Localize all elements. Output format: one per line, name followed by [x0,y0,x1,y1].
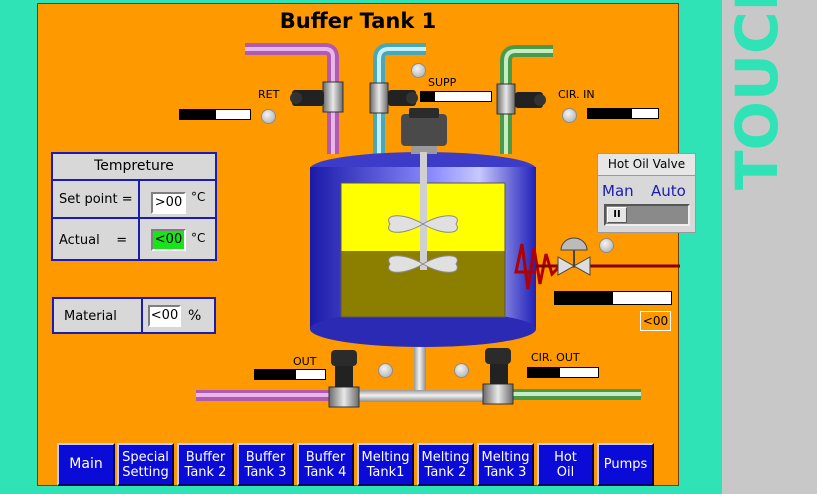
nav-button-buffer-tank-2[interactable]: Buffer Tank 2 [177,443,234,486]
temperature-col-divider [138,181,140,259]
actual-value: <00 [151,229,186,251]
tank-bottom [310,311,536,347]
supp-valve [369,82,418,114]
nav-label: Main [69,456,103,472]
agitator-motor [401,114,447,146]
cir-in-valve [496,83,546,115]
nav-button-buffer-tank-3[interactable]: Buffer Tank 3 [237,443,294,486]
nav-label: Buffer Tank 4 [304,449,347,480]
page-title: Buffer Tank 1 [279,9,437,33]
temperature-header: Tempreture [53,154,215,181]
ret-label: RET [258,88,280,101]
nav-button-buffer-tank-4[interactable]: Buffer Tank 4 [297,443,354,486]
nav-button-melting-tank-2[interactable]: Melting Tank 2 [417,443,474,486]
setpoint-input[interactable]: >00 [151,192,186,214]
cir-out-label: CIR. OUT [531,351,580,364]
cir-out-position-bar [527,367,599,378]
hot-oil-position-bar [554,291,672,305]
hot-oil-status-lamp [599,238,614,253]
hot-oil-control-valve [557,237,591,276]
out-valve [328,350,360,408]
nav-button-special-setting[interactable]: Special Setting [117,443,174,486]
cir-out-status-lamp [454,363,469,378]
nav-label: Melting Tank1 [361,449,410,480]
setpoint-label: Set point = [59,192,133,207]
nav-label: Special Setting [122,449,169,480]
supp-position-bar [420,91,492,102]
ret-position-bar [179,109,251,120]
process-diagram [196,43,680,408]
nav-label: Pumps [603,457,648,472]
temperature-panel: Tempreture Set point = Actual = >00 <00 … [51,152,217,261]
nav-label: Melting Tank 2 [421,449,470,480]
supp-label: SUPP [428,76,457,89]
tank-outlet-pipe [414,344,426,396]
cir-in-status-lamp [562,108,577,123]
man-auto-toggle[interactable]: II [604,204,690,226]
ret-valve [290,81,344,113]
man-mode-label: Man [602,182,634,200]
nav-label: Hot Oil [554,449,577,480]
nav-label: Melting Tank 3 [481,449,530,480]
ret-status-lamp [261,109,276,124]
nav-label: Buffer Tank 2 [184,449,227,480]
bottom-header-pipe [338,390,506,402]
material-input[interactable]: <00 [148,305,181,327]
out-label: OUT [293,355,317,368]
agitator-blade-lower [388,255,458,273]
out-position-bar [254,369,326,380]
brand-text: TOUCH [723,0,791,190]
hot-oil-valve-panel: Hot Oil Valve Man Auto II [597,153,696,233]
main-panel: Buffer Tank 1 [37,3,696,486]
auto-mode-label: Auto [651,182,686,200]
agitator-shaft [420,152,427,270]
hot-oil-valve-title: Hot Oil Valve [598,154,695,176]
nav-button-melting-tank-3[interactable]: Melting Tank 3 [477,443,534,486]
material-unit: % [188,308,202,324]
cir-out-valve [482,348,514,405]
nav-label: Buffer Tank 3 [244,449,287,480]
material-label: Material [64,309,117,324]
toggle-handle[interactable]: II [607,207,627,223]
material-panel: Material <00 % [52,297,216,334]
nav-button-melting-tank-1[interactable]: Melting Tank1 [357,443,414,486]
nav-button-pumps[interactable]: Pumps [597,443,654,486]
nav-button-hot-oil[interactable]: Hot Oil [537,443,594,486]
setpoint-unit: °C [191,190,206,204]
out-status-lamp [378,363,393,378]
temperature-row-divider [53,217,215,219]
actual-label: Actual = [59,233,128,248]
material-col-divider [141,299,143,332]
supp-status-lamp [411,63,426,78]
hot-oil-value: <00 [640,311,671,331]
cir-in-position-bar [587,108,659,119]
cir-in-label: CIR. IN [558,88,595,101]
actual-unit: °C [191,231,206,245]
agitator-blade-upper [388,215,458,233]
nav-button-main[interactable]: Main [57,443,115,486]
brand-sidebar: TOUCH [722,0,817,494]
